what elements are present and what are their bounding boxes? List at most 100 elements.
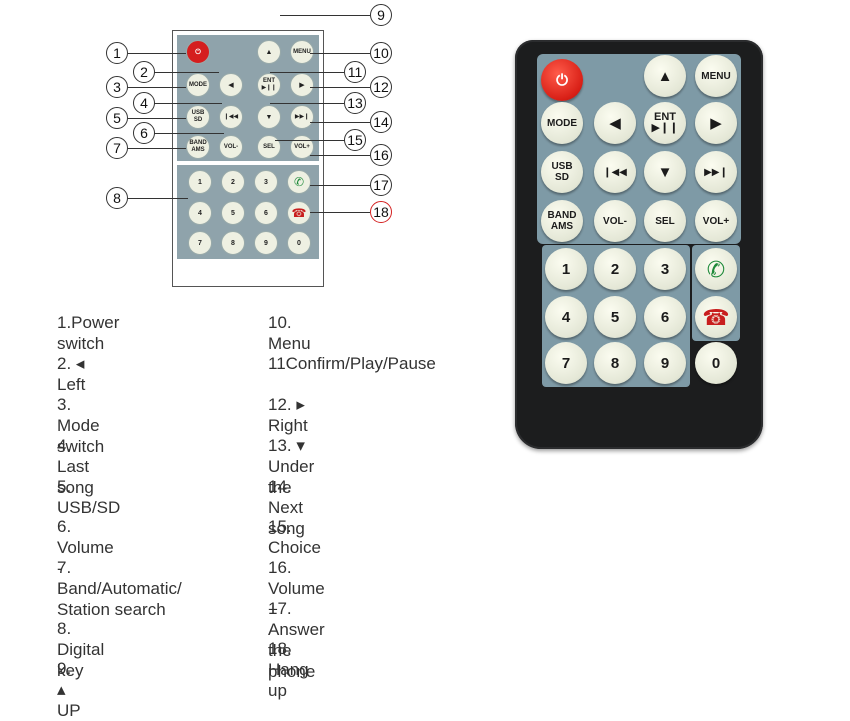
leader-line (280, 15, 370, 16)
callout-number: 8 (106, 187, 128, 209)
legend-item: 2. ◂ Left (57, 354, 86, 394)
remote-digit-button[interactable]: 4 (545, 296, 587, 338)
callout-number: 13 (344, 92, 366, 114)
callout-number: 15 (344, 129, 366, 151)
diagram-digit-key: 1 (188, 170, 212, 194)
diagram-digit-key: 2 (221, 170, 245, 194)
legend-item: 13. ▾ Under the (268, 436, 315, 497)
callout-number: 18 (370, 201, 392, 223)
diagram-menu-key: MENU (290, 40, 314, 64)
legend-item: 9. ▴ UP (57, 659, 81, 720)
remote-digit-button[interactable]: 1 (545, 248, 587, 290)
leader-line (154, 103, 222, 104)
diagram-remote-outline: ⏻ ▲ MENU MODE ◀ ENT ▶❙❙ ▶ USB SD ❙◀◀ ▼ ▶… (172, 30, 324, 287)
callout-number: 10 (370, 42, 392, 64)
diagram-digit-key: 3 (254, 170, 278, 194)
remote-left-button[interactable]: ◀ (594, 102, 636, 144)
remote-band-ams-button[interactable]: BAND AMS (541, 200, 583, 242)
remote-sel-button[interactable]: SEL (644, 200, 686, 242)
leader-line (310, 53, 370, 54)
remote-digit-button[interactable]: 7 (545, 342, 587, 384)
diagram-ent-key: ENT ▶❙❙ (257, 73, 281, 97)
diagram-up-key: ▲ (257, 40, 281, 64)
legend-item: 18. Hang up (268, 639, 309, 700)
callout-number: 17 (370, 174, 392, 196)
diagram-next-key: ▶▶❙ (290, 105, 314, 129)
legend-item: 1.Power switch (57, 313, 120, 353)
remote-ent-play-pause-button[interactable]: ENT ▶❙❙ (644, 102, 686, 144)
remote-digit-button[interactable]: 6 (644, 296, 686, 338)
remote-up-button[interactable]: ▲ (644, 55, 686, 97)
remote-digit-button[interactable]: 0 (695, 342, 737, 384)
leader-line (128, 118, 186, 119)
hangup-phone-icon[interactable]: ☎ (695, 296, 737, 338)
leader-line (128, 198, 188, 199)
diagram-answer-icon: ✆ (287, 170, 311, 194)
leader-line (310, 155, 370, 156)
legend-item: 7. Band/Automatic/ Station search (57, 558, 182, 619)
leader-line (154, 72, 219, 73)
legend-item: 4. Last song (57, 436, 94, 497)
diagram-digit-key: 9 (254, 231, 278, 255)
diagram-mode-key: MODE (186, 73, 210, 97)
diagram-band-key: BAND AMS (186, 135, 210, 159)
diagram-usb-key: USB SD (186, 105, 210, 129)
callout-number: 14 (370, 111, 392, 133)
leader-line (128, 87, 186, 88)
remote-vol-plus-button[interactable]: VOL+ (695, 200, 737, 242)
leader-line (128, 148, 186, 149)
callout-number: 12 (370, 76, 392, 98)
legend-item: 5. USB/SD (57, 477, 121, 517)
leader-line (154, 133, 224, 134)
callout-number: 7 (106, 137, 128, 159)
diagram-vol-minus-key: VOL- (219, 135, 243, 159)
legend-item: 17. Answer the phone (268, 599, 325, 681)
diagram-digit-key: 4 (188, 201, 212, 225)
remote-vol-minus-button[interactable]: VOL- (594, 200, 636, 242)
remote-menu-button[interactable]: MENU (695, 55, 737, 97)
legend-item: 8. Digital key (57, 619, 105, 680)
diagram-right-key: ▶ (290, 73, 314, 97)
answer-phone-icon[interactable]: ✆ (695, 248, 737, 290)
callout-number: 16 (370, 144, 392, 166)
diagram-hangup-icon: ☎ (287, 201, 311, 225)
remote-next-button[interactable]: ▶▶❙ (695, 151, 737, 193)
diagram-digit-key: 7 (188, 231, 212, 255)
legend-item: 11Confirm/Play/Pause (268, 354, 436, 373)
diagram-power-key: ⏻ (186, 40, 210, 64)
leader-line (310, 185, 370, 186)
remote-right-button[interactable]: ▶ (695, 102, 737, 144)
diagram-digit-key: 0 (287, 231, 311, 255)
diagram-digit-key: 5 (221, 201, 245, 225)
callout-number: 3 (106, 76, 128, 98)
callout-number: 5 (106, 107, 128, 129)
remote-digit-button[interactable]: 9 (644, 342, 686, 384)
leader-line (310, 122, 370, 123)
remote-power-button[interactable]: ⏻ (541, 59, 583, 101)
legend-item: 6. Volume - (57, 517, 114, 578)
diagram-digit-key: 8 (221, 231, 245, 255)
leader-line (310, 212, 370, 213)
remote-digit-button[interactable]: 3 (644, 248, 686, 290)
remote-mode-button[interactable]: MODE (541, 102, 583, 144)
diagram-prev-key: ❙◀◀ (219, 105, 243, 129)
legend-item: 3. Mode switch (57, 395, 105, 456)
diagram-sel-key: SEL (257, 135, 281, 159)
callout-number: 9 (370, 4, 392, 26)
remote-control-photo: ⏻ ▲ MENU MODE ◀ ENT ▶❙❙ ▶ USB SD ❙◀◀ ▼ ▶… (515, 40, 763, 449)
callout-number: 4 (133, 92, 155, 114)
remote-digit-button[interactable]: 8 (594, 342, 636, 384)
remote-diagram: ⏻ ▲ MENU MODE ◀ ENT ▶❙❙ ▶ USB SD ❙◀◀ ▼ ▶… (0, 0, 420, 300)
remote-digit-button[interactable]: 2 (594, 248, 636, 290)
remote-down-button[interactable]: ▼ (644, 151, 686, 193)
leader-line (310, 87, 370, 88)
remote-prev-button[interactable]: ❙◀◀ (594, 151, 636, 193)
legend-item: 10. Menu (268, 313, 311, 353)
callout-number: 6 (133, 122, 155, 144)
remote-digit-button[interactable]: 5 (594, 296, 636, 338)
callout-number: 1 (106, 42, 128, 64)
diagram-digit-key: 6 (254, 201, 278, 225)
callout-number: 11 (344, 61, 366, 83)
remote-usb-sd-button[interactable]: USB SD (541, 151, 583, 193)
legend-item: 12. ▸ Right (268, 395, 308, 435)
